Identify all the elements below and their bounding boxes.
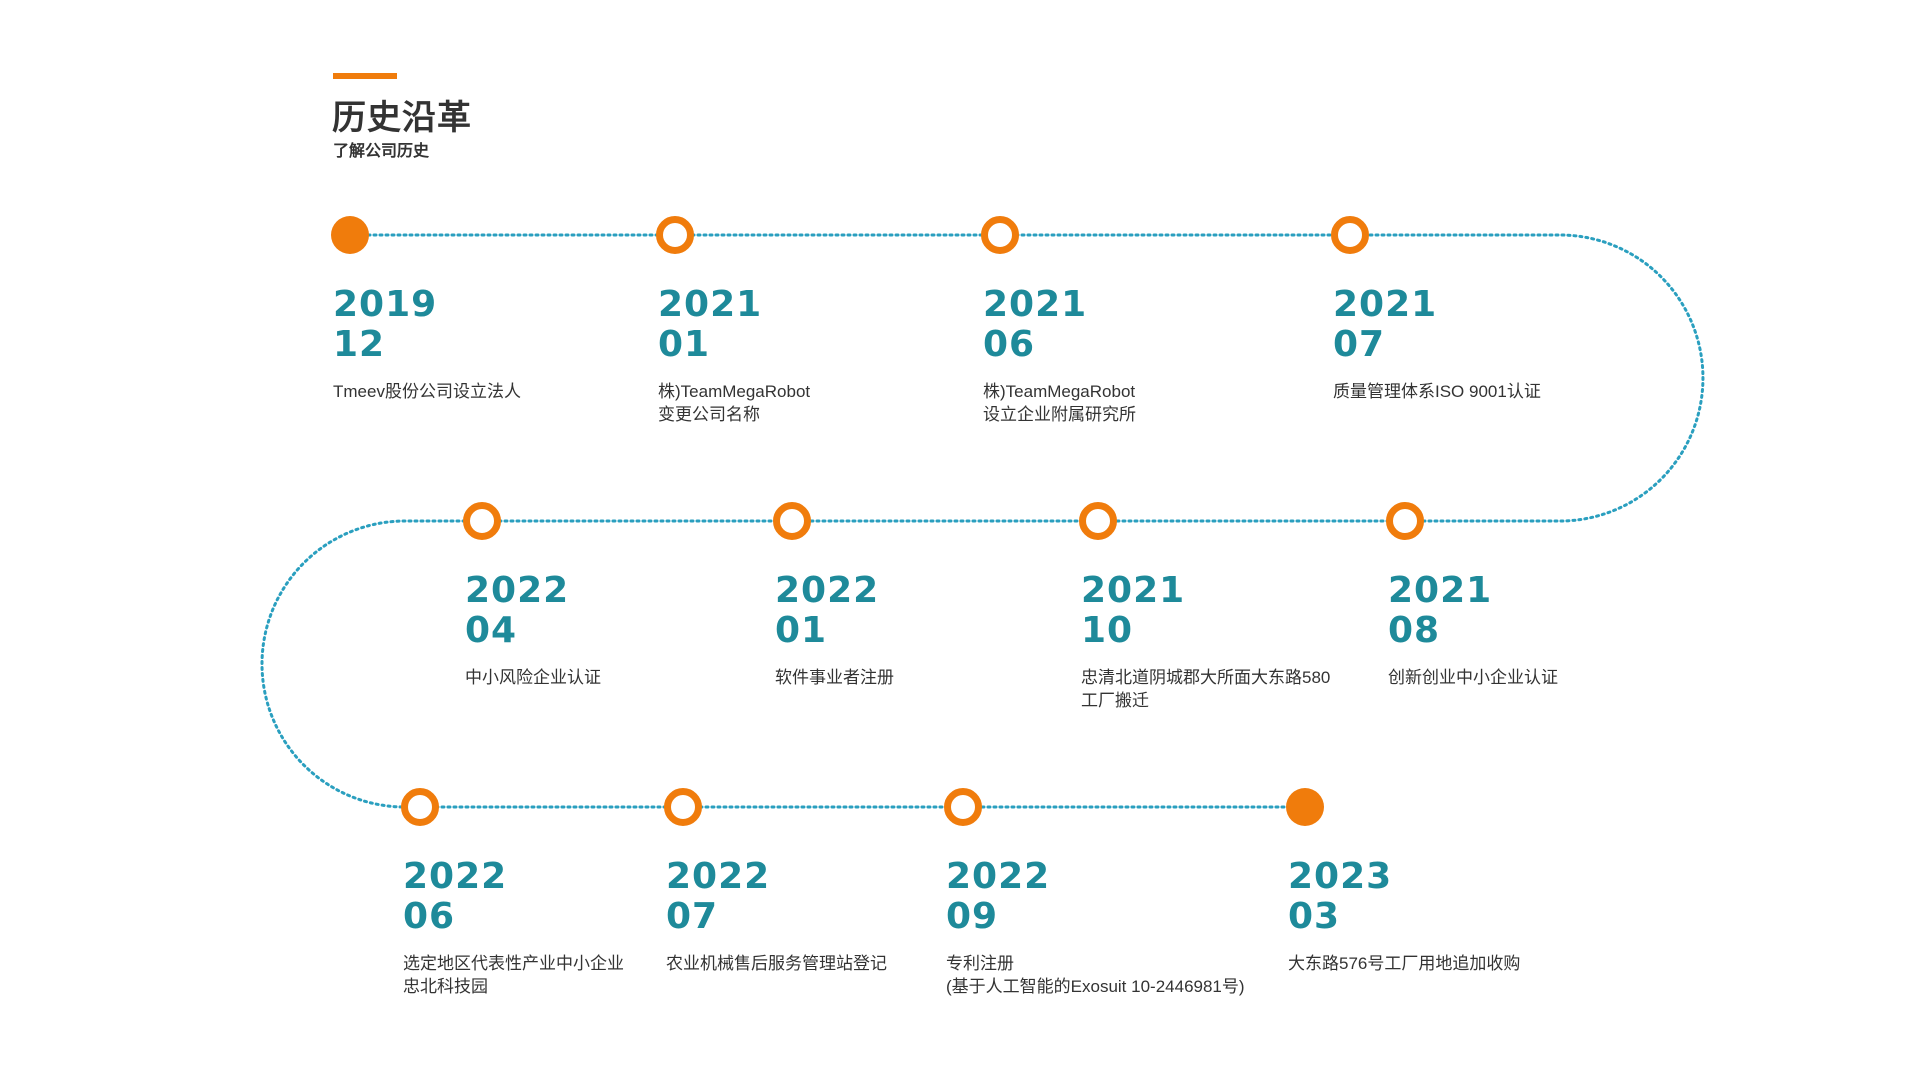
timeline-description-line: 专利注册 bbox=[946, 954, 1014, 973]
timeline-month: 01 bbox=[775, 610, 828, 651]
timeline-description: 忠清北道阴城郡大所面大东路580 工厂搬迁 bbox=[1081, 666, 1351, 712]
timeline-year: 2021 bbox=[658, 284, 763, 325]
timeline-year: 2022 bbox=[666, 856, 771, 897]
timeline-month: 03 bbox=[1288, 896, 1341, 937]
timeline-description: 农业机械售后服务管理站登记 bbox=[666, 952, 936, 975]
timeline-year: 2021 bbox=[1081, 570, 1186, 611]
timeline-description-line: 变更公司名称 bbox=[658, 405, 760, 424]
timeline-year: 2019 bbox=[333, 284, 438, 325]
timeline-description-line: 忠北科技园 bbox=[403, 977, 488, 996]
timeline-description-line: (基于人工智能的Exosuit 10-2446981号) bbox=[946, 977, 1245, 996]
timeline-marker-icon bbox=[981, 216, 1019, 254]
timeline-month: 12 bbox=[333, 324, 386, 365]
timeline-description: 株)TeamMegaRobot 设立企业附属研究所 bbox=[983, 380, 1253, 426]
timeline-description-line: Tmeev股份公司设立法人 bbox=[333, 382, 521, 401]
timeline-year: 2021 bbox=[1388, 570, 1493, 611]
timeline-description-line: 工厂搬迁 bbox=[1081, 691, 1149, 710]
timeline-description-line: 株)TeamMegaRobot bbox=[658, 382, 811, 401]
timeline-description: Tmeev股份公司设立法人 bbox=[333, 380, 603, 403]
timeline-description-line: 大东路576号工厂用地追加收购 bbox=[1288, 954, 1521, 973]
timeline-year: 2022 bbox=[775, 570, 880, 611]
timeline-description-line: 质量管理体系ISO 9001认证 bbox=[1333, 382, 1541, 401]
timeline-description-line: 农业机械售后服务管理站登记 bbox=[666, 954, 887, 973]
timeline-description: 专利注册 (基于人工智能的Exosuit 10-2446981号) bbox=[946, 952, 1245, 998]
timeline-month: 01 bbox=[658, 324, 711, 365]
timeline-description-line: 株)TeamMegaRobot bbox=[983, 382, 1136, 401]
timeline-month: 08 bbox=[1388, 610, 1441, 651]
timeline-year: 2021 bbox=[983, 284, 1088, 325]
timeline-description-line: 软件事业者注册 bbox=[775, 668, 894, 687]
timeline-marker-icon bbox=[656, 216, 694, 254]
timeline-marker-icon bbox=[1386, 502, 1424, 540]
timeline-marker-icon bbox=[1286, 788, 1324, 826]
timeline-marker-icon bbox=[1079, 502, 1117, 540]
timeline-description-line: 选定地区代表性产业中小企业 bbox=[403, 954, 624, 973]
timeline-description-line: 忠清北道阴城郡大所面大东路580 bbox=[1081, 668, 1331, 687]
timeline-description: 选定地区代表性产业中小企业忠北科技园 bbox=[403, 952, 673, 998]
timeline-description: 创新创业中小企业认证 bbox=[1388, 666, 1658, 689]
timeline-description: 中小风险企业认证 bbox=[465, 666, 735, 689]
timeline-description: 大东路576号工厂用地追加收购 bbox=[1288, 952, 1558, 975]
timeline-marker-icon bbox=[401, 788, 439, 826]
timeline-description-line: 设立企业附属研究所 bbox=[983, 405, 1136, 424]
timeline-year: 2023 bbox=[1288, 856, 1393, 897]
timeline-description: 质量管理体系ISO 9001认证 bbox=[1333, 380, 1603, 403]
timeline-marker-icon bbox=[664, 788, 702, 826]
timeline-month: 07 bbox=[666, 896, 719, 937]
timeline-month: 06 bbox=[403, 896, 456, 937]
timeline-year: 2021 bbox=[1333, 284, 1438, 325]
timeline-description: 软件事业者注册 bbox=[775, 666, 1045, 689]
page-title: 历史沿革 bbox=[332, 98, 472, 138]
timeline-marker-icon bbox=[463, 502, 501, 540]
timeline-year: 2022 bbox=[465, 570, 570, 611]
timeline-description: 株)TeamMegaRobot 变更公司名称 bbox=[658, 380, 928, 426]
timeline-year: 2022 bbox=[403, 856, 508, 897]
timeline-marker-icon bbox=[773, 502, 811, 540]
page-subtitle: 了解公司历史 bbox=[333, 141, 430, 160]
timeline-marker-icon bbox=[1331, 216, 1369, 254]
timeline-description-line: 中小风险企业认证 bbox=[465, 668, 601, 687]
timeline-month: 09 bbox=[946, 896, 999, 937]
timeline-marker-icon bbox=[944, 788, 982, 826]
timeline-month: 10 bbox=[1081, 610, 1134, 651]
timeline-marker-icon bbox=[331, 216, 369, 254]
timeline-description-line: 创新创业中小企业认证 bbox=[1388, 668, 1558, 687]
timeline-month: 06 bbox=[983, 324, 1036, 365]
title-accent-bar bbox=[333, 73, 397, 79]
timeline-year: 2022 bbox=[946, 856, 1051, 897]
timeline-month: 07 bbox=[1333, 324, 1386, 365]
timeline-month: 04 bbox=[465, 610, 518, 651]
